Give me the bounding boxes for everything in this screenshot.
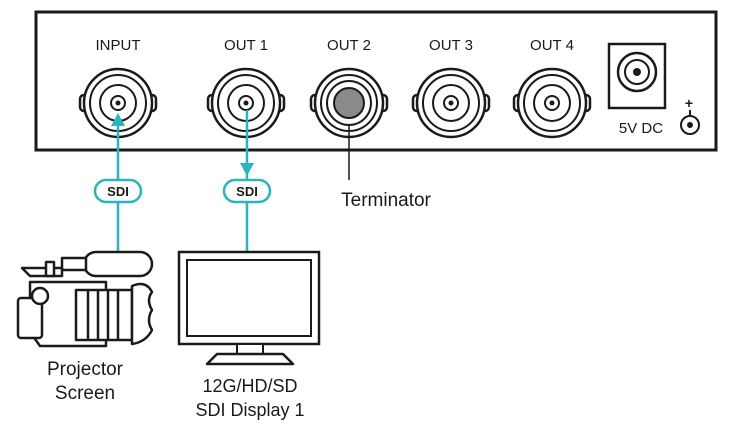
bnc-connectors (78, 67, 592, 139)
source-label-line-2: Screen (55, 383, 115, 404)
source-label-line-1: Projector (47, 359, 124, 380)
monitor-stand (205, 352, 295, 366)
terminator-cap-icon (333, 87, 365, 119)
sdi-badge-out-1: SDI (222, 178, 272, 204)
monitor-screen (186, 259, 312, 337)
connector-out-1 (206, 67, 286, 139)
terminator-label: Terminator (341, 190, 431, 211)
sdi-badge-input: SDI (93, 178, 143, 204)
cable-out-1 (240, 110, 254, 252)
sdi-label-out-1: SDI (236, 184, 258, 199)
connector-out-2 (309, 67, 389, 139)
connector-input (78, 67, 158, 139)
arrow-up-icon (111, 113, 125, 126)
power-jack (607, 42, 667, 110)
video-camera-icon (16, 250, 154, 348)
power-label: 5V DC (619, 120, 663, 137)
port-label-out-1: OUT 1 (224, 37, 268, 54)
sdi-label-input: SDI (107, 184, 129, 199)
connector-out-4 (512, 67, 592, 139)
polarity-symbol: + (680, 95, 700, 135)
display-label-line-1: 12G/HD/SD (202, 376, 297, 396)
arrow-down-icon (240, 163, 254, 176)
polarity-outer-icon (680, 115, 700, 135)
port-label-out-2: OUT 2 (327, 37, 371, 54)
power-jack-ring (616, 51, 658, 93)
port-label-input: INPUT (96, 37, 141, 54)
port-label-out-3: OUT 3 (429, 37, 473, 54)
polarity-plus: + (685, 95, 693, 111)
monitor-icon (177, 250, 321, 366)
port-label-out-4: OUT 4 (530, 37, 574, 54)
connector-out-3 (411, 67, 491, 139)
display-label-line-2: SDI Display 1 (195, 400, 304, 420)
cable-input (111, 113, 125, 252)
